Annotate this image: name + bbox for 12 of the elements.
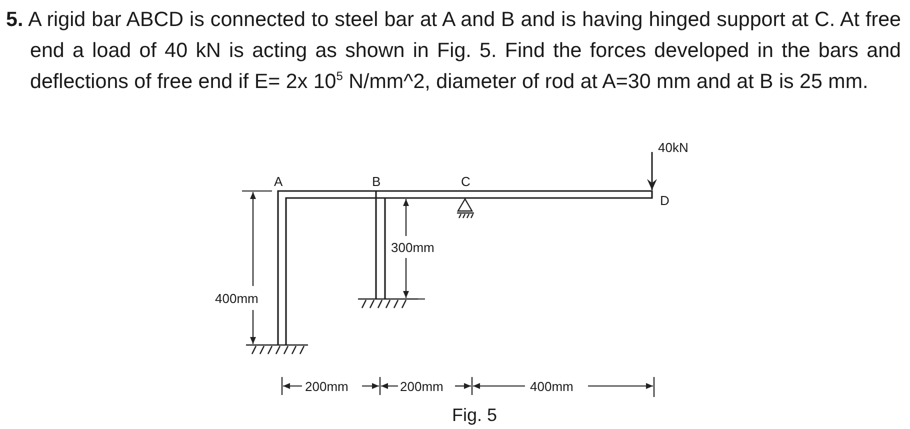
problem-statement: 5. A rigid bar ABCD is connected to steel bar at A and B and is having hinged support at C. At free end a load of 40 kN is acting as shown in Fig. 5. Find the forces developed in the bars and deflections of free end if E= 2x 10$^{5}$ N/mm^2, diameter of rod at A=30 mm and at B is 25 mm.	[6, 7, 901, 95]
dimension-label: 200mm	[400, 380, 444, 394]
dimension-label: 200mm	[305, 380, 348, 394]
figure-caption: Fig. 5	[452, 405, 498, 425]
dimension-label: 400mm	[530, 380, 574, 394]
dimension-label: 400mm	[215, 292, 258, 306]
load-label: 40kN	[658, 141, 688, 155]
point-label: D	[660, 194, 670, 208]
point-label: B	[372, 175, 381, 189]
dimension-label: 300mm	[391, 241, 434, 255]
point-label: A	[274, 175, 283, 189]
point-label: C	[461, 175, 470, 189]
